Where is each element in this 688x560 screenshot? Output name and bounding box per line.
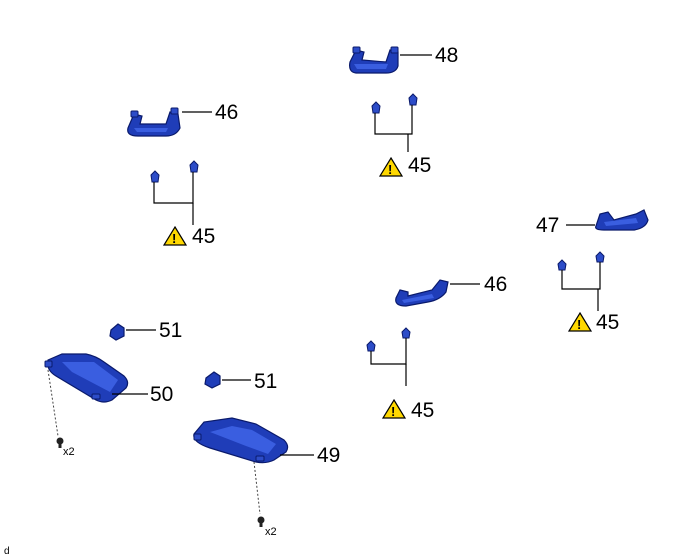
visor-holder-51-center bbox=[204, 371, 221, 389]
callout-49: 49 bbox=[317, 444, 340, 467]
svg-text:!: ! bbox=[172, 231, 176, 246]
svg-text:!: ! bbox=[388, 162, 392, 177]
warning-triangle-icon: ! bbox=[567, 311, 593, 332]
warning-triangle-icon: ! bbox=[378, 156, 404, 177]
screw-50 bbox=[56, 437, 64, 448]
svg-text:!: ! bbox=[577, 317, 581, 332]
warning-triangle-icon: ! bbox=[381, 398, 407, 419]
callout-45-center: 45 bbox=[411, 399, 434, 422]
sun-visor-50 bbox=[44, 353, 129, 403]
clip-pair-45-center bbox=[366, 327, 411, 386]
assist-grip-46-left bbox=[127, 107, 181, 137]
assist-grip-48 bbox=[349, 46, 399, 74]
qty-50: x2 bbox=[63, 446, 75, 458]
callout-46-left: 46 bbox=[215, 101, 238, 124]
svg-text:!: ! bbox=[391, 404, 395, 419]
visor-holder-51-left bbox=[109, 323, 125, 341]
assist-grip-47 bbox=[595, 209, 649, 231]
screw-49 bbox=[257, 516, 265, 527]
callout-45-top-center: 45 bbox=[408, 154, 431, 177]
callout-47: 47 bbox=[536, 214, 559, 237]
assist-grip-46-center bbox=[395, 279, 449, 307]
sun-visor-49 bbox=[193, 417, 289, 464]
callout-48: 48 bbox=[435, 44, 458, 67]
qty-49: x2 bbox=[265, 526, 277, 538]
clip-pair-45-right bbox=[557, 251, 605, 311]
corner-mark: d bbox=[4, 546, 10, 557]
clip-pair-45-left bbox=[150, 160, 199, 225]
screw-axis-49 bbox=[253, 461, 261, 515]
warning-triangle-icon: ! bbox=[162, 225, 188, 246]
callout-50: 50 bbox=[150, 383, 173, 406]
callout-45-right: 45 bbox=[596, 311, 619, 334]
callout-45-left: 45 bbox=[192, 225, 215, 248]
callout-51-left: 51 bbox=[159, 319, 182, 342]
callout-51-center: 51 bbox=[254, 370, 277, 393]
clip-pair-45-top-center bbox=[371, 93, 418, 152]
callout-46-center: 46 bbox=[484, 273, 507, 296]
screw-axis-50 bbox=[47, 369, 59, 437]
